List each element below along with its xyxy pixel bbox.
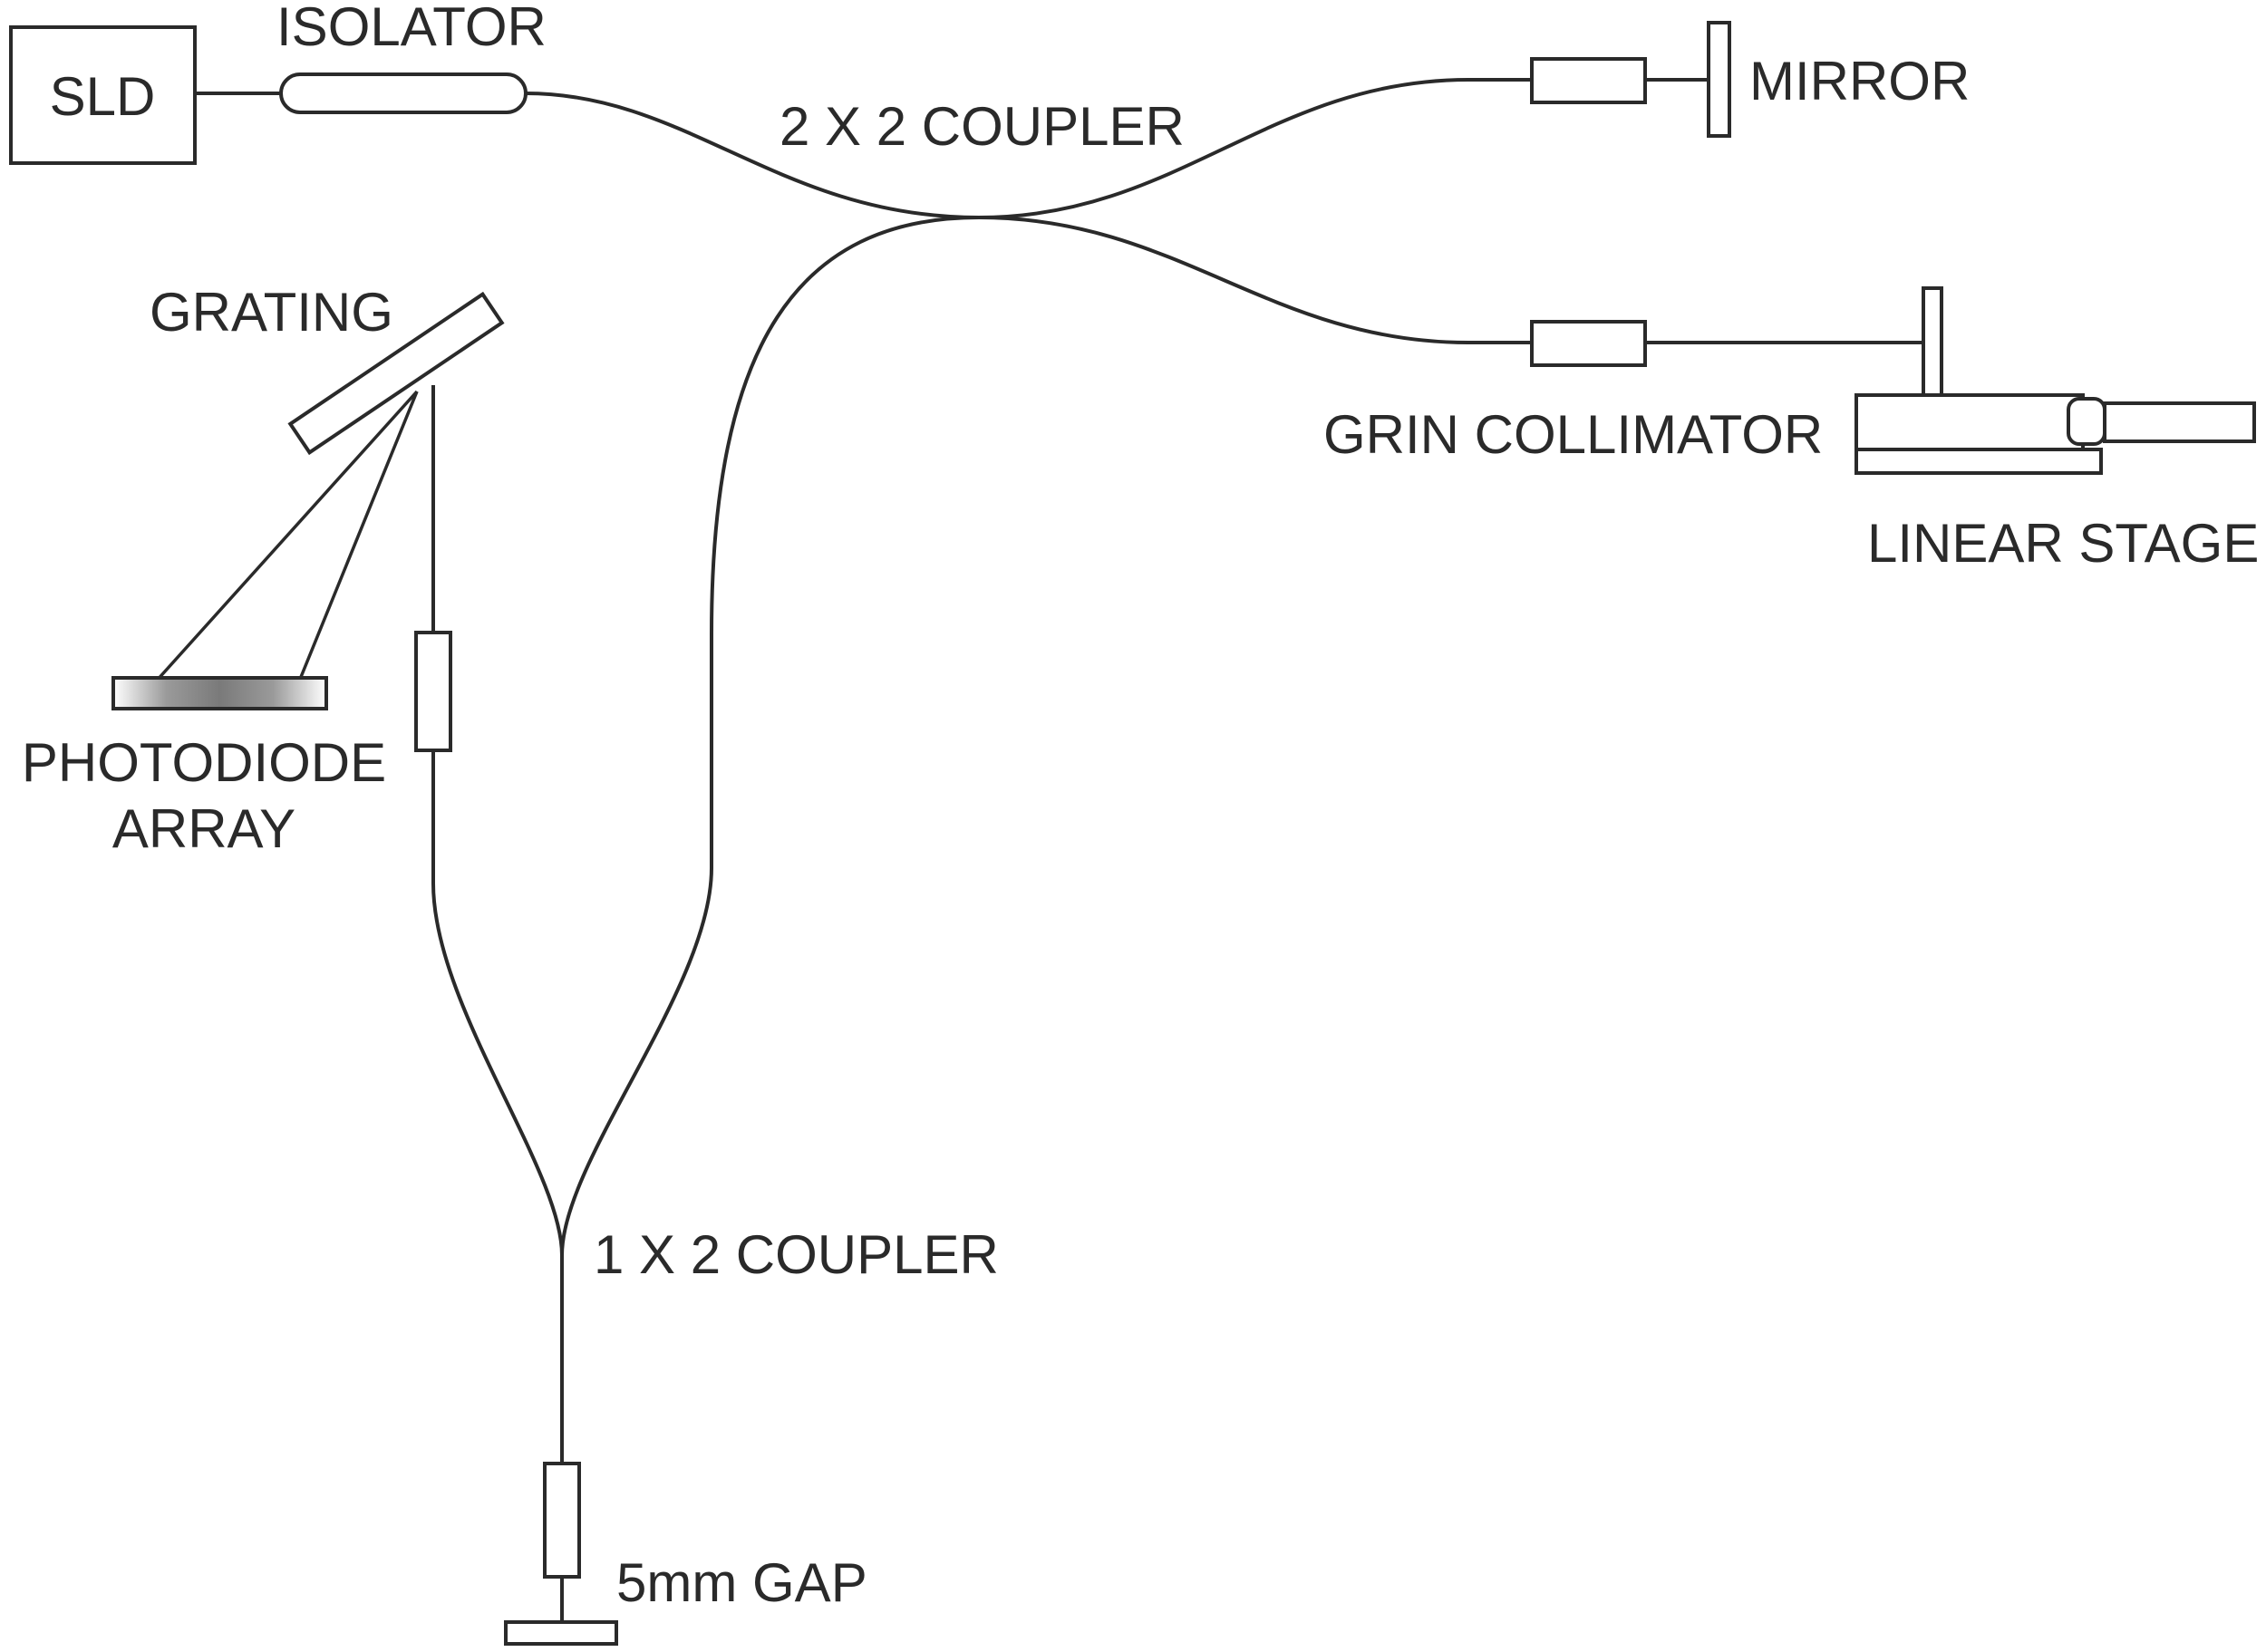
photodiode-array-label-line2: ARRAY xyxy=(112,798,295,859)
stage-base xyxy=(1854,448,2103,475)
sample-collimator xyxy=(543,1462,581,1579)
coupler-2x2-label: 2 X 2 COUPLER xyxy=(780,96,1185,157)
isolator xyxy=(279,72,528,114)
sld-label: SLD xyxy=(50,66,156,127)
fiber-spectrometer-to-1x2 xyxy=(431,752,564,1256)
spectrometer-collimator xyxy=(414,631,452,752)
sld-box xyxy=(9,25,197,165)
grin-collimator xyxy=(1530,320,1647,367)
grating-label: GRATING xyxy=(150,282,393,343)
stage-carriage xyxy=(1854,393,2085,451)
stage-reflector xyxy=(1922,286,1943,397)
photodiode-array-label-line1: PHOTODIODE xyxy=(22,732,386,793)
mirror-label: MIRROR xyxy=(1749,51,1970,111)
stage-micrometer-barrel xyxy=(2103,401,2256,443)
fiber-coupler-to-1x2 xyxy=(560,216,980,1256)
grating xyxy=(287,291,505,456)
coupler-1x2-label: 1 X 2 COUPLER xyxy=(594,1224,999,1285)
linear-stage-label: LINEAR STAGE xyxy=(1867,513,2259,574)
mirror-arm-collimator xyxy=(1530,57,1647,104)
stage-micrometer-head xyxy=(2067,397,2106,446)
isolator-label: ISOLATOR xyxy=(276,0,547,57)
diffracted-beam-1 xyxy=(154,390,419,683)
gap-label: 5mm GAP xyxy=(616,1552,867,1613)
mirror xyxy=(1707,21,1731,138)
grin-collimator-label: GRIN COLLIMATOR xyxy=(1323,404,1823,465)
photodiode-array xyxy=(111,676,328,710)
fiber-coupler-to-grin xyxy=(978,216,1532,344)
diffracted-beam-2 xyxy=(297,391,419,682)
sample-surface xyxy=(504,1620,618,1646)
